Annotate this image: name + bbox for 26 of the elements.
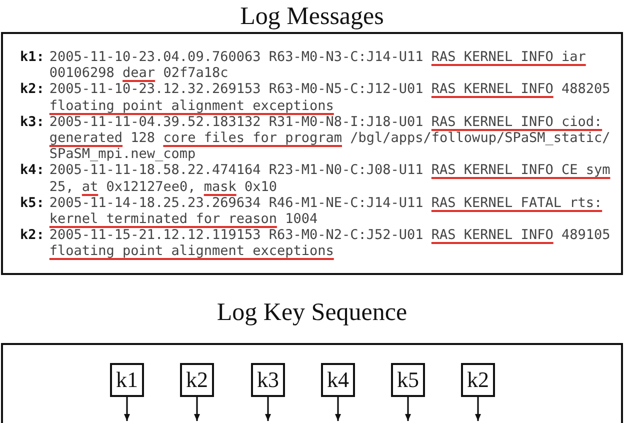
arrow <box>475 397 481 421</box>
arrow <box>335 397 341 421</box>
log-key-label: k4: <box>20 162 44 179</box>
arrow <box>405 397 411 421</box>
log-key-label: k2: <box>20 227 44 244</box>
log-key-label: k2: <box>20 81 44 98</box>
arrow <box>194 397 200 421</box>
arrow <box>265 397 271 421</box>
log-key-box: k3 <box>251 363 285 397</box>
log-key-label: k5: <box>20 194 44 212</box>
log-key-box: k5 <box>391 363 425 397</box>
log-message: 2005-11-14-18.25.23.269634 R46-M1-NE-C:J14-U11 RAS KERNEL FATAL rts: kernel terminated for reason 1004 <box>49 194 604 228</box>
log-key-label: k1: <box>20 49 44 66</box>
log-message: 2005-11-10-23.12.32.269153 R63-M0-N5-C:J12-U01 RAS KERNEL INFO 488205 floating point alignment exceptions <box>49 81 612 114</box>
arrow <box>124 397 130 421</box>
panel-title: Log Messages <box>240 3 384 31</box>
log-key-box: k2 <box>180 363 214 397</box>
panel-title: Log Key Sequence <box>216 299 408 327</box>
log-message: 2005-11-11-18.58.22.474164 R23-M1-N0-C:J08-U11 RAS KERNEL INFO CE sym 25, at 0x12127ee0, mask 0x10 <box>49 162 612 195</box>
log-message: 2005-11-15-21.12.12.119153 R63-M0-N2-C:J52-U01 RAS KERNEL INFO 489105 floating point alignment exceptions <box>49 227 612 260</box>
log-key-box: k2 <box>461 363 495 397</box>
log-key-label: k3: <box>20 114 44 130</box>
log-message: 2005-11-11-04.39.52.183132 R31-M0-N8-I:J18-U01 RAS KERNEL INFO ciod: generated 128 core files for program /bgl/apps/followup/SPaSM_static/SPaSM_mpi.new_comp <box>49 114 612 162</box>
log-message: 2005-11-10-23.04.09.760063 R63-M0-N3-C:J14-U11 RAS KERNEL INFO iar 00106298 dear 02f7a18c <box>49 49 587 82</box>
log-key-box: k1 <box>110 363 144 397</box>
log-key-box: k4 <box>321 363 355 397</box>
